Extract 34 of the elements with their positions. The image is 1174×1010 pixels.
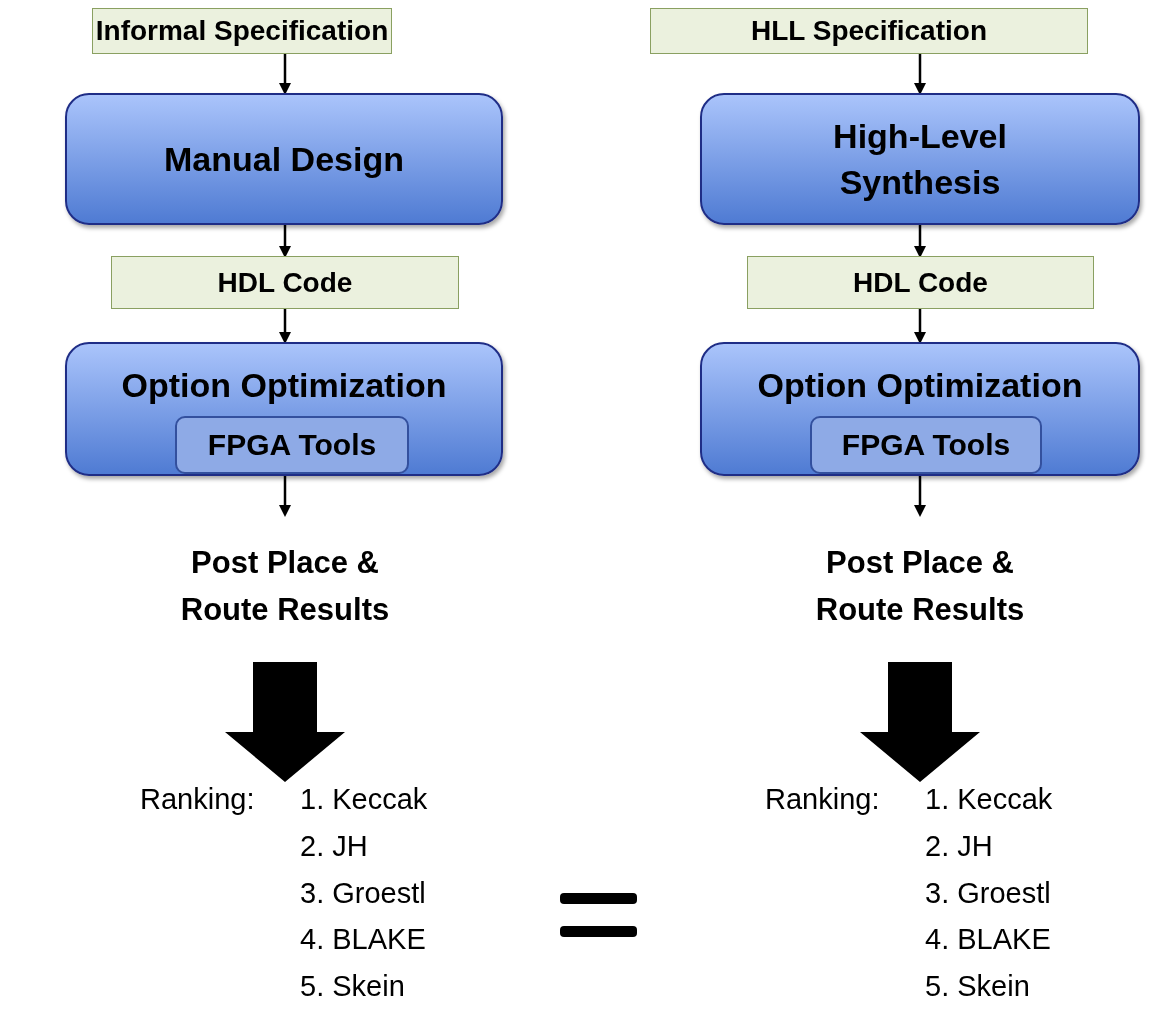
arrow	[279, 309, 291, 344]
arrow	[279, 225, 291, 258]
spec-box: HDL Code	[747, 256, 1094, 309]
spec-box: HDL Code	[111, 256, 459, 309]
block-arrow	[225, 662, 345, 782]
result-text: Post Place & Route Results	[179, 543, 391, 629]
ranking-item: 1. Keccak	[925, 782, 1054, 817]
tool-box: FPGA Tools	[810, 416, 1042, 474]
process-box: Option Optimization FPGA Tools	[65, 342, 503, 476]
ranking-label: Ranking:	[765, 782, 881, 817]
arrow	[914, 476, 926, 517]
ranking-label: Ranking:	[140, 782, 256, 817]
ranking-item: 1. Keccak	[300, 782, 429, 817]
ranking-item: 3. Groestl	[925, 875, 1052, 911]
process-box: Manual Design	[65, 93, 503, 225]
process-box: Option Optimization FPGA Tools	[700, 342, 1140, 476]
ranking-item: 4. BLAKE	[925, 922, 1052, 958]
ranking-item: 3. Groestl	[300, 875, 427, 911]
arrow	[279, 476, 291, 517]
arrow	[914, 54, 926, 95]
block-arrow	[860, 662, 980, 782]
arrow	[279, 54, 291, 95]
arrow	[914, 225, 926, 258]
ranking-item: 2. JH	[300, 828, 369, 864]
ranking-item: 4. BLAKE	[300, 922, 427, 958]
spec-box: HLL Specification	[650, 8, 1088, 54]
process-box: High-Level Synthesis	[700, 93, 1140, 225]
arrow	[914, 309, 926, 344]
ranking-item: 2. JH	[925, 828, 994, 864]
ranking-item: 5. Skein	[300, 969, 406, 1005]
spec-box: Informal Specification	[92, 8, 392, 54]
result-text: Post Place & Route Results	[814, 543, 1026, 629]
ranking-item: 5. Skein	[925, 969, 1031, 1005]
tool-box: FPGA Tools	[175, 416, 409, 474]
